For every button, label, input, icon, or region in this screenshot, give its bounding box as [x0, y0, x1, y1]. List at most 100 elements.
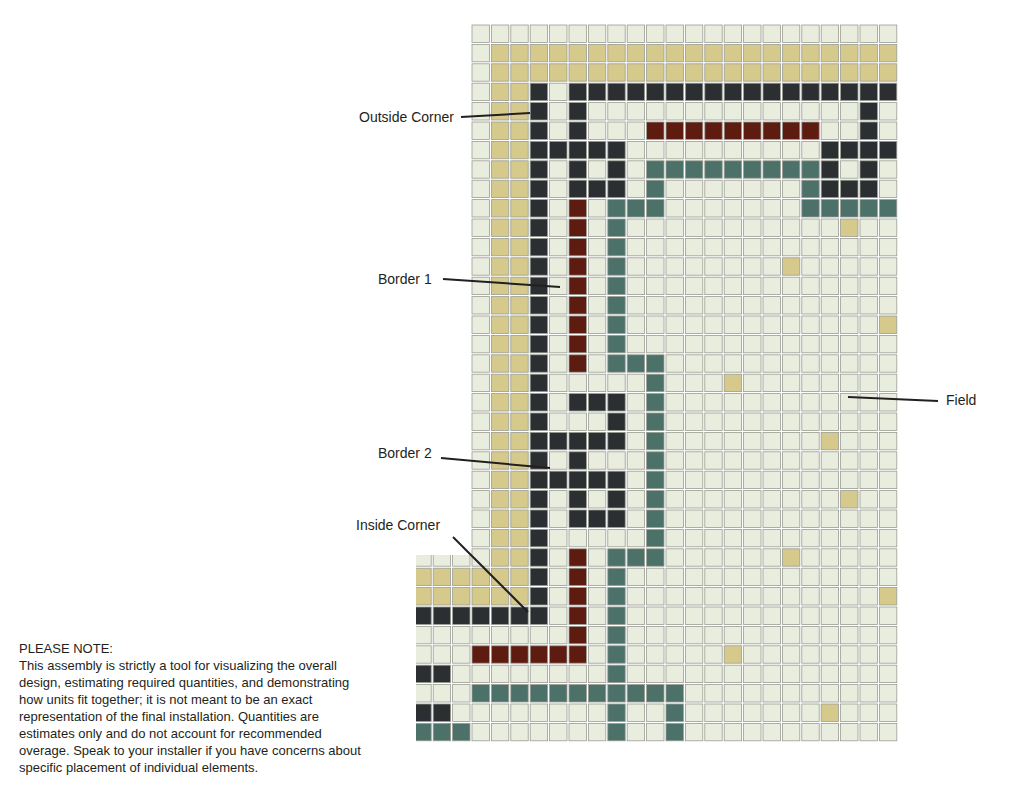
tile: [763, 200, 780, 217]
tile: [724, 626, 741, 643]
tile: [627, 355, 644, 372]
tile: [414, 549, 431, 566]
tile: [530, 588, 547, 605]
tile: [782, 626, 799, 643]
tile: [608, 394, 625, 411]
tile: [705, 316, 722, 333]
tile: [569, 685, 586, 702]
tile: [744, 452, 761, 469]
tile: [821, 219, 838, 236]
tile: [841, 161, 858, 178]
tile: [763, 452, 780, 469]
tile: [879, 355, 896, 372]
tile: [705, 374, 722, 391]
tile: [511, 394, 528, 411]
tile: [511, 471, 528, 488]
tile: [647, 103, 664, 120]
tile: [782, 588, 799, 605]
tile: [860, 626, 877, 643]
tile: [491, 25, 508, 42]
tile: [879, 64, 896, 81]
tile: [550, 238, 567, 255]
tile: [724, 25, 741, 42]
tile: [647, 335, 664, 352]
tile: [511, 510, 528, 527]
tile: [879, 452, 896, 469]
tile: [569, 646, 586, 663]
tile: [608, 180, 625, 197]
tile: [530, 626, 547, 643]
tile: [705, 704, 722, 721]
tile: [627, 180, 644, 197]
tile: [860, 723, 877, 740]
tile: [879, 277, 896, 294]
tile: [879, 83, 896, 100]
tile: [821, 723, 838, 740]
tile: [666, 83, 683, 100]
tile: [433, 723, 450, 740]
tile: [782, 685, 799, 702]
tile: [879, 122, 896, 139]
tile: [802, 335, 819, 352]
tile: [724, 180, 741, 197]
tile: [550, 180, 567, 197]
tile: [550, 103, 567, 120]
tile: [879, 103, 896, 120]
tile: [453, 626, 470, 643]
tile: [647, 25, 664, 42]
tile: [879, 413, 896, 430]
tile: [433, 549, 450, 566]
tile: [647, 413, 664, 430]
tile: [647, 685, 664, 702]
tile: [744, 413, 761, 430]
tile: [744, 529, 761, 546]
tile: [821, 549, 838, 566]
tile: [588, 297, 605, 314]
tile: [511, 180, 528, 197]
tile: [744, 141, 761, 158]
tile: [744, 238, 761, 255]
tile: [511, 568, 528, 585]
tile: [666, 471, 683, 488]
tile: [550, 316, 567, 333]
tile: [841, 510, 858, 527]
tile: [511, 258, 528, 275]
tile: [744, 25, 761, 42]
tile: [627, 510, 644, 527]
tile: [744, 723, 761, 740]
tile: [666, 704, 683, 721]
tile: [550, 25, 567, 42]
tile: [860, 200, 877, 217]
tile: [453, 568, 470, 585]
tile: [530, 316, 547, 333]
tile: [608, 25, 625, 42]
tile: [744, 258, 761, 275]
tile: [608, 64, 625, 81]
tile: [763, 25, 780, 42]
tile: [666, 200, 683, 217]
tile: [802, 607, 819, 624]
tile: [588, 665, 605, 682]
tile: [627, 413, 644, 430]
tile: [879, 588, 896, 605]
tile: [550, 394, 567, 411]
tile: [530, 665, 547, 682]
tile: [782, 646, 799, 663]
tile: [724, 394, 741, 411]
tile: [860, 297, 877, 314]
tile: [491, 626, 508, 643]
tile: [491, 685, 508, 702]
tile: [763, 588, 780, 605]
tile: [860, 413, 877, 430]
tile: [647, 626, 664, 643]
tile: [511, 355, 528, 372]
tile: [821, 258, 838, 275]
tile: [647, 529, 664, 546]
tile: [588, 452, 605, 469]
tile: [666, 665, 683, 682]
tile: [666, 355, 683, 372]
tile: [860, 141, 877, 158]
tile: [705, 335, 722, 352]
tile: [782, 568, 799, 585]
tile: [841, 103, 858, 120]
